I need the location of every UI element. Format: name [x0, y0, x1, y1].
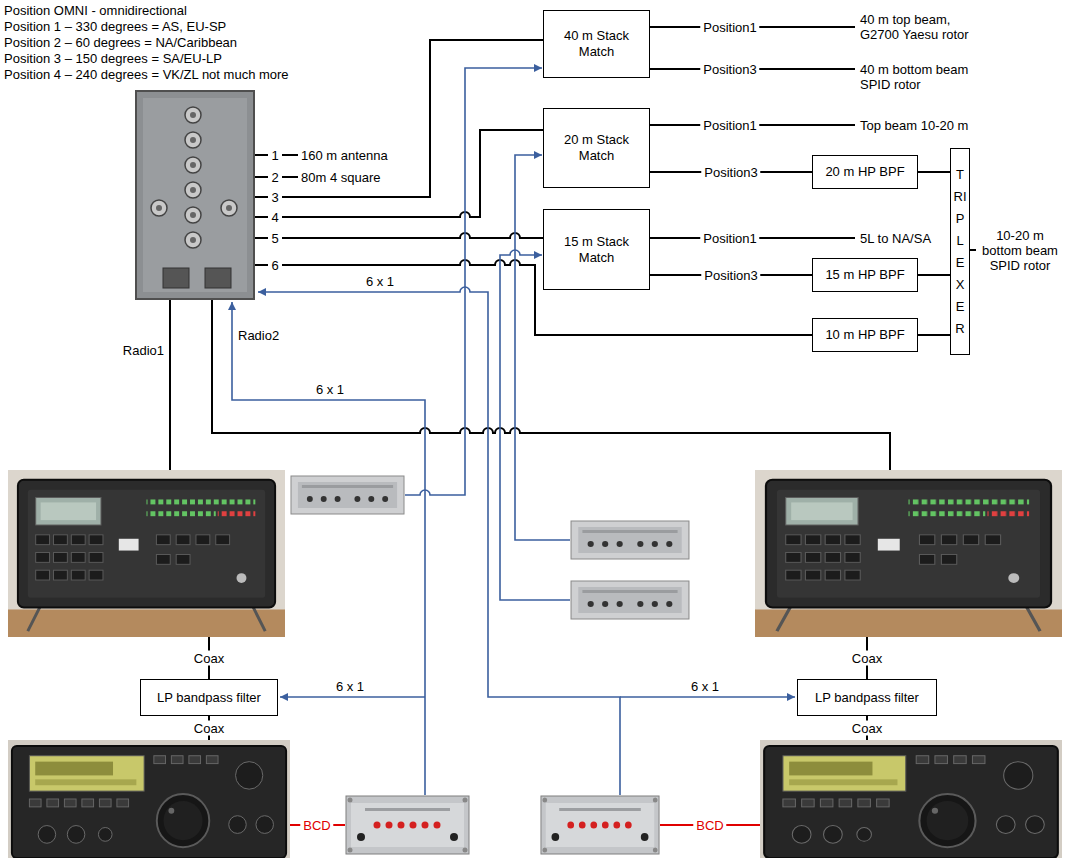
antenna-label: 160 m antenna — [301, 148, 388, 163]
port-number: 1 — [271, 148, 278, 163]
node-text: 40 m Stack Match — [552, 28, 641, 60]
bcd-label: BCD — [300, 818, 333, 833]
stack-controller — [571, 581, 689, 619]
radio-wire — [169, 300, 171, 470]
bcd-label: BCD — [693, 818, 726, 833]
port-label: Position1 — [700, 118, 759, 133]
antenna-label: 5L to NA/SA — [860, 231, 931, 246]
bandpass-filter-box: 10 m HP BPF — [812, 318, 918, 352]
node-text: 10 m HP BPF — [825, 327, 904, 343]
triplexer-box: TRIPLEXER — [950, 148, 970, 355]
port-number: 3 — [271, 190, 278, 205]
port-label: Position3 — [701, 268, 760, 283]
antenna-label: 10-20 m bottom beam SPID rotor — [980, 228, 1060, 273]
amplifier — [8, 470, 285, 637]
antenna-label: 40 m top beam, G2700 Yaesu rotor — [860, 12, 980, 42]
node-text: 20 m HP BPF — [825, 164, 904, 180]
radio-label: Radio1 — [123, 343, 164, 358]
lowpass-filter-box: LP bandpass filter — [140, 679, 278, 716]
band-decoder — [346, 796, 469, 854]
coax-wire — [209, 637, 867, 740]
antenna-switch — [136, 91, 254, 299]
stack-match-box: 15 m Stack Match — [543, 209, 650, 290]
control-cable — [500, 250, 570, 600]
position-note: Position 4 – 240 degrees = VK/ZL not muc… — [4, 67, 289, 82]
control-cable — [620, 696, 795, 698]
port-number: 2 — [271, 170, 278, 185]
stack-controller — [571, 521, 689, 559]
cable-label: 6 x 1 — [366, 274, 394, 289]
port-wire — [255, 233, 543, 238]
cable-label: Coax — [849, 721, 885, 736]
transceiver — [8, 740, 290, 858]
control-cable — [232, 302, 425, 795]
control-cable — [258, 287, 620, 795]
port-label: Position1 — [700, 20, 759, 35]
position-note: Position 2 – 60 degrees = NA/Caribbean — [4, 35, 237, 50]
port-wire — [255, 40, 543, 197]
port-wire — [255, 130, 543, 217]
bandpass-filter-box: 15 m HP BPF — [812, 258, 918, 292]
node-text: 15 m HP BPF — [825, 267, 904, 283]
node-text: LP bandpass filter — [815, 690, 919, 706]
cable-label: 6 x 1 — [691, 679, 719, 694]
node-text: TRIPLEXER — [954, 164, 967, 340]
antenna-label: Top beam 10-20 m — [860, 118, 968, 133]
node-text: 20 m Stack Match — [552, 132, 641, 164]
stack-match-box: 20 m Stack Match — [543, 108, 650, 188]
port-label: Position3 — [700, 62, 759, 77]
antenna-label: 80m 4 square — [301, 170, 381, 185]
position-note: Position 1 – 330 degrees = AS, EU-SP — [4, 19, 226, 34]
antenna-wire — [970, 249, 976, 251]
node-text: LP bandpass filter — [157, 690, 261, 706]
transceiver — [760, 740, 1062, 858]
antenna-label: 40 m bottom beam SPID rotor — [860, 62, 980, 92]
cable-label: 6 x 1 — [336, 679, 364, 694]
port-label: Position3 — [701, 165, 760, 180]
amplifier — [755, 470, 1062, 637]
port-wire — [255, 260, 812, 335]
cable-label: Coax — [191, 721, 227, 736]
stack-match-box: 40 m Stack Match — [543, 10, 650, 78]
cable-label: 6 x 1 — [316, 382, 344, 397]
connector — [918, 334, 950, 336]
port-number: 4 — [271, 210, 278, 225]
position-note: Position 3 – 150 degrees = SA/EU-LP — [4, 51, 222, 66]
control-cable — [280, 696, 425, 698]
lowpass-filter-box: LP bandpass filter — [797, 679, 937, 716]
connector — [918, 274, 950, 276]
band-decoder — [541, 796, 659, 854]
stack-controller — [291, 476, 404, 514]
port-label: Position1 — [700, 231, 759, 246]
radio-wire — [212, 300, 890, 470]
cable-label: Coax — [849, 651, 885, 666]
port-number: 6 — [271, 258, 278, 273]
cable-label: Coax — [191, 651, 227, 666]
connector — [918, 171, 950, 173]
bandpass-filter-box: 20 m HP BPF — [812, 155, 918, 189]
port-number: 5 — [271, 231, 278, 246]
radio-label: Radio2 — [238, 328, 279, 343]
node-text: 15 m Stack Match — [552, 234, 641, 266]
position-note: Position OMNI - omnidirectional — [4, 3, 187, 18]
